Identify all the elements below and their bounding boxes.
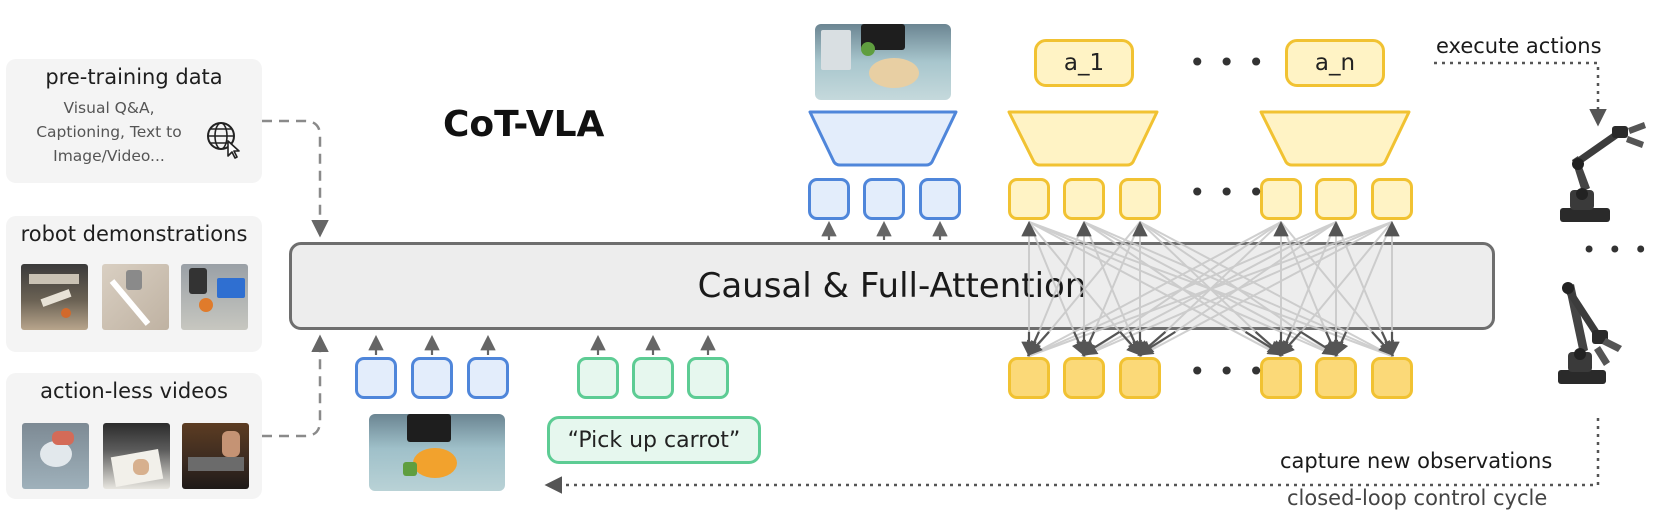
robot-demo-thumb-3 — [181, 264, 248, 330]
pretraining-line-1: Visual Q&A, — [63, 99, 155, 117]
ellipsis-robots: • • • — [1582, 236, 1650, 264]
attention-link — [1028, 221, 1337, 357]
attention-arrow — [1026, 331, 1050, 357]
input-image-token-2 — [411, 357, 453, 399]
attention-link — [1028, 221, 1282, 357]
output-image-token-2 — [863, 178, 905, 220]
action-a-n: a_n — [1285, 39, 1385, 87]
attention-arrow — [1334, 331, 1349, 357]
transformer-block: Causal & Full-Attention — [289, 242, 1495, 330]
action-in-token-6 — [1371, 357, 1413, 399]
closed-loop-label: closed-loop control cycle — [1287, 486, 1548, 510]
action-in-token-3 — [1119, 357, 1161, 399]
execute-actions-label: execute actions — [1436, 34, 1602, 58]
diagram-title: CoT-VLA — [443, 104, 605, 145]
action-out-token-1 — [1008, 178, 1050, 220]
attention-arrow — [1081, 330, 1121, 356]
actionless-thumb-2 — [103, 423, 170, 489]
action-in-token-5 — [1315, 357, 1357, 399]
pretraining-line-3: Image/Video... — [53, 147, 165, 165]
robot-arm-icon-bottom — [1558, 282, 1622, 384]
robot-arm-icon-top — [1560, 122, 1646, 222]
attention-arrow — [1254, 331, 1284, 357]
action-in-token-2 — [1063, 357, 1105, 399]
pretraining-title: pre-training data — [45, 65, 223, 89]
pretraining-line-2: Captioning, Text to — [36, 123, 182, 141]
robot-demo-thumb-1 — [21, 264, 88, 330]
robot-demos-title: robot demonstrations — [20, 222, 248, 246]
action-out-token-2 — [1063, 178, 1105, 220]
ellipsis-actions-top: • • • — [1189, 46, 1267, 79]
robot-demos-panel: robot demonstrations — [6, 216, 262, 352]
pretraining-connector — [262, 119, 329, 238]
actionless-connector — [262, 334, 329, 438]
pretraining-text: Visual Q&A, Captioning, Text to Image/Vi… — [20, 96, 198, 168]
attention-link — [1083, 221, 1393, 357]
action-out-token-3 — [1119, 178, 1161, 220]
actionless-panel: action-less videos — [6, 373, 262, 499]
ellipsis-tokens-bottom: • • • — [1189, 355, 1267, 388]
transformer-label: Causal & Full-Attention — [697, 266, 1087, 306]
predicted-subgoal-image — [815, 24, 951, 100]
globe-cursor-icon — [207, 122, 240, 159]
attention-link — [1028, 221, 1393, 357]
input-text-token-2 — [632, 357, 674, 399]
input-observation-image — [369, 414, 505, 491]
action-out-token-6 — [1371, 178, 1413, 220]
instruction-prompt: “Pick up carrot” — [547, 416, 761, 464]
input-text-token-1 — [577, 357, 619, 399]
input-image-token-3 — [467, 357, 509, 399]
attention-link — [1139, 221, 1393, 357]
actionless-thumb-3 — [182, 423, 249, 489]
input-text-token-3 — [687, 357, 729, 399]
attention-arrow — [1137, 330, 1176, 356]
capture-observations-label: capture new observations — [1280, 449, 1553, 473]
attention-arrow — [1278, 331, 1302, 357]
action-in-token-1 — [1008, 357, 1050, 399]
output-image-token-3 — [919, 178, 961, 220]
action-out-token-4 — [1260, 178, 1302, 220]
action-out-token-5 — [1315, 178, 1357, 220]
robot-demo-thumb-2 — [102, 264, 169, 330]
capture-connector — [544, 418, 1600, 494]
action-a-1: a_1 — [1034, 39, 1134, 87]
actionless-title: action-less videos — [40, 379, 228, 403]
output-image-token-1 — [808, 178, 850, 220]
input-image-token-1 — [355, 357, 397, 399]
action-in-token-4 — [1260, 357, 1302, 399]
pretraining-panel: pre-training data Visual Q&A, Captioning… — [6, 59, 262, 183]
ellipsis-tokens-top: • • • — [1189, 176, 1267, 209]
actionless-thumb-1 — [22, 423, 89, 489]
